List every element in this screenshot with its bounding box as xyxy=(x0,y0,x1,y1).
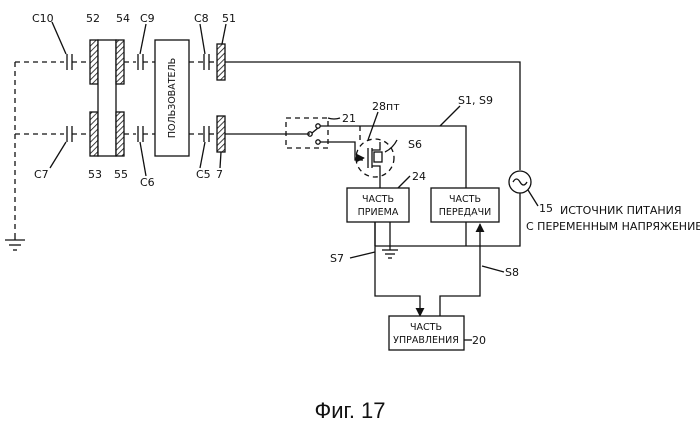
ref-52: 52 xyxy=(86,12,100,25)
ref-15: 15 xyxy=(539,202,553,215)
capacitor-c8 xyxy=(204,54,209,70)
electrode-53 xyxy=(90,112,98,156)
ref-55: 55 xyxy=(114,168,128,181)
ac-source xyxy=(509,171,531,193)
figure-caption: Фиг. 17 xyxy=(314,398,385,423)
electrode-7 xyxy=(217,116,225,152)
transmit-label-2: ПЕРЕДАЧИ xyxy=(439,207,491,218)
ref-c8: C8 xyxy=(194,12,209,25)
transmit-label-1: ЧАСТЬ xyxy=(449,194,481,205)
ref-51: 51 xyxy=(222,12,236,25)
ref-s8: S8 xyxy=(505,266,519,279)
electrode-54 xyxy=(116,40,124,84)
electrode-55 xyxy=(116,112,124,156)
ref-s1-s9: S1, S9 xyxy=(458,94,493,107)
capacitor-c7 xyxy=(67,126,72,142)
capacitor-c10 xyxy=(67,54,72,70)
signal-s7 xyxy=(375,222,420,316)
ref-28pt: 28пт xyxy=(372,100,400,113)
signal-s8 xyxy=(440,224,480,316)
ref-s7: S7 xyxy=(330,252,344,265)
ref-c7: C7 xyxy=(34,168,49,181)
capacitor-c6 xyxy=(138,126,143,142)
transistor-28pt xyxy=(355,142,382,188)
capacitor-c5 xyxy=(204,126,209,142)
ref-20: 20 xyxy=(472,334,486,347)
control-label-2: УПРАВЛЕНИЯ xyxy=(393,335,459,346)
ref-53: 53 xyxy=(88,168,102,181)
switch-box xyxy=(286,118,328,148)
receive-label-2: ПРИЕМА xyxy=(358,207,399,218)
electrode-51 xyxy=(217,44,225,80)
ref-c5: C5 xyxy=(196,168,211,181)
carrier-body xyxy=(98,40,116,156)
capacitor-c9 xyxy=(138,54,143,70)
source-label-1: ИСТОЧНИК ПИТАНИЯ xyxy=(560,204,682,217)
user-box-label: ПОЛЬЗОВАТЕЛЬ xyxy=(167,58,178,138)
ref-7: 7 xyxy=(216,168,223,181)
ref-c10: C10 xyxy=(32,12,54,25)
ref-c9: C9 xyxy=(140,12,155,25)
ref-54: 54 xyxy=(116,12,130,25)
source-label-2: С ПЕРЕМЕННЫМ НАПРЯЖЕНИЕМ xyxy=(526,220,700,233)
ref-s6: S6 xyxy=(408,138,422,151)
ref-c6: C6 xyxy=(140,176,155,189)
electrode-52 xyxy=(90,40,98,84)
ref-24: 24 xyxy=(412,170,426,183)
receive-label-1: ЧАСТЬ xyxy=(362,194,394,205)
ground-path xyxy=(5,62,64,250)
control-label-1: ЧАСТЬ xyxy=(410,322,442,333)
ref-21: 21 xyxy=(342,112,356,125)
